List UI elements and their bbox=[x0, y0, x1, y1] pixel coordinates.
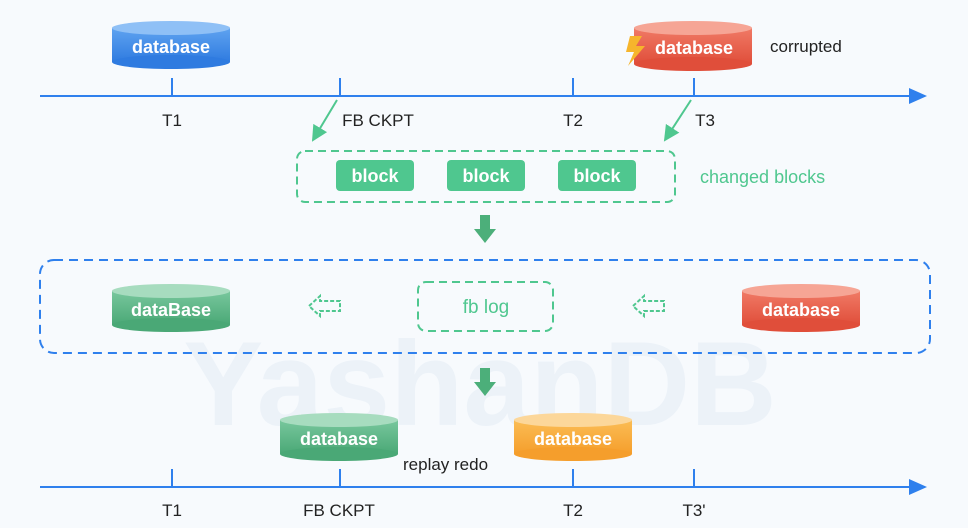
changed-blocks-group: block block block changed blocks bbox=[296, 150, 825, 203]
database-cylinder-t3-corrupted: database bbox=[634, 21, 752, 71]
changed-blocks-label: changed blocks bbox=[700, 167, 825, 187]
database-cylinder-restored: dataBase bbox=[112, 284, 230, 332]
block-1 bbox=[336, 160, 414, 191]
fb-log-label: fb log bbox=[463, 297, 509, 318]
fb-log-box bbox=[417, 281, 554, 332]
bottom-timeline: database database replay redo T1 FB CKPT… bbox=[40, 413, 927, 520]
arrow-fbckpt-to-blocks bbox=[311, 99, 338, 142]
database-cylinder-current: database bbox=[742, 284, 860, 332]
top-timeline: T1 FB CKPT T2 T3 database database corru… bbox=[40, 21, 927, 130]
top-tick-label-t3: T3 bbox=[695, 111, 715, 130]
database-label-t1: database bbox=[132, 37, 210, 57]
flashback-process-group: dataBase fb log database bbox=[39, 259, 931, 354]
arrow-t3-to-blocks bbox=[663, 99, 692, 142]
corrupted-label: corrupted bbox=[770, 37, 842, 56]
hollow-arrow-left-icon-1 bbox=[307, 293, 341, 319]
bottom-tick-label-t1: T1 bbox=[162, 501, 182, 520]
top-tick-label-t1: T1 bbox=[162, 111, 182, 130]
database-label-ckpt: database bbox=[300, 429, 378, 449]
bottom-tick-label-t3prime: T3' bbox=[682, 501, 705, 520]
block-2 bbox=[447, 160, 525, 191]
block-2-label: block bbox=[462, 166, 510, 186]
database-cylinder-t2: database bbox=[514, 413, 632, 461]
database-label-restored: dataBase bbox=[131, 300, 211, 320]
bottom-tick-label-fbckpt: FB CKPT bbox=[303, 501, 375, 520]
database-label-current: database bbox=[762, 300, 840, 320]
block-3 bbox=[558, 160, 636, 191]
top-tick-label-t2: T2 bbox=[563, 111, 583, 130]
lightning-icon bbox=[626, 36, 645, 66]
replay-redo-label: replay redo bbox=[403, 455, 488, 474]
database-cylinder-ckpt: database bbox=[280, 413, 398, 461]
database-label-t3: database bbox=[655, 38, 733, 58]
down-arrow-2 bbox=[474, 368, 496, 396]
database-label-t2: database bbox=[534, 429, 612, 449]
block-3-label: block bbox=[573, 166, 621, 186]
top-tick-label-fbckpt: FB CKPT bbox=[342, 111, 414, 130]
database-cylinder-t1: database bbox=[112, 21, 230, 69]
bottom-tick-label-t2: T2 bbox=[563, 501, 583, 520]
flashback-frame bbox=[39, 259, 931, 354]
changed-blocks-frame bbox=[296, 150, 676, 203]
block-1-label: block bbox=[351, 166, 399, 186]
hollow-arrow-left-icon-2 bbox=[631, 293, 665, 319]
down-arrow-1 bbox=[474, 215, 496, 243]
